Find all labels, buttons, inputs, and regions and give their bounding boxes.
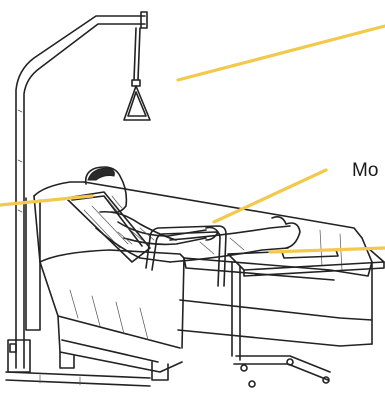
- callout-lines: [0, 26, 385, 252]
- overbed-table: [228, 248, 384, 387]
- mattress: [84, 182, 372, 346]
- pole-base: [6, 340, 150, 386]
- callout-trapeze: [178, 26, 385, 80]
- trapeze-handle: [124, 28, 150, 120]
- callout-backrest: [0, 196, 92, 205]
- callout-label: Mo: [352, 161, 378, 180]
